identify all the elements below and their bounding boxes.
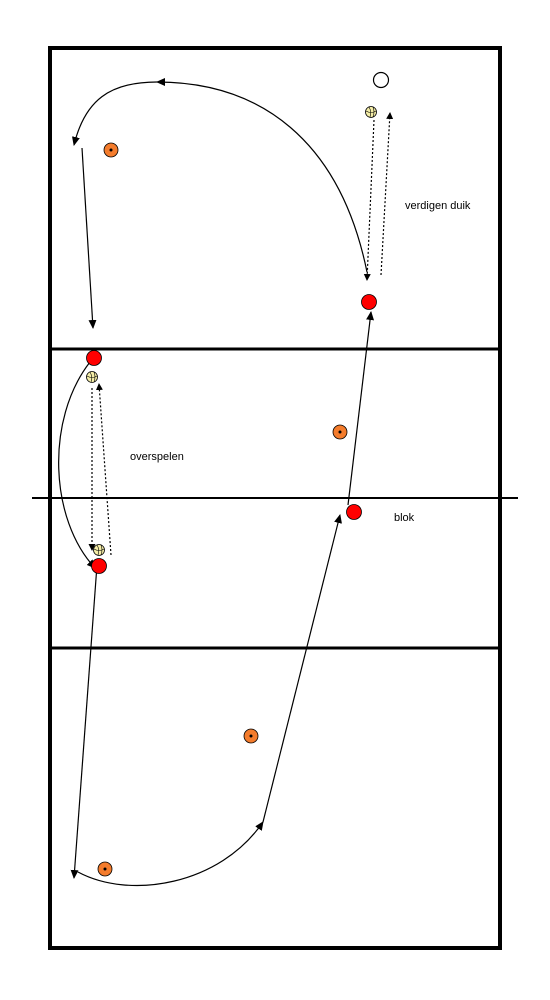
path-bottom-arc [77, 821, 264, 887]
volleyball-icon [93, 544, 105, 556]
target-circle-icon [372, 71, 390, 89]
path-up-to-blok [262, 514, 342, 823]
volleyball-icon [86, 371, 98, 383]
player-icon [361, 294, 377, 310]
label-overspelen: overspelen [130, 451, 184, 463]
cone-icon [103, 142, 119, 158]
player-icon [346, 504, 362, 520]
cone-icon [243, 728, 259, 744]
path-overspelen-arc [58, 361, 96, 569]
path-up-right [347, 311, 375, 506]
path-down-left [70, 564, 98, 879]
ball-path-dive-down [363, 119, 375, 281]
path-left-arc [72, 81, 158, 146]
label-blok: blok [394, 512, 415, 524]
ball-path-dive-up [380, 112, 394, 276]
path-top-arc [156, 78, 368, 273]
cone-icon [97, 861, 113, 877]
ball-path-overspelen-up [95, 383, 112, 556]
volleyball-icon [365, 106, 377, 118]
player-icon [91, 558, 107, 574]
cone-icon [332, 424, 348, 440]
label-verdigen-duik: verdigen duik [405, 200, 471, 212]
path-left-down [81, 147, 97, 329]
player-icon [86, 350, 102, 366]
